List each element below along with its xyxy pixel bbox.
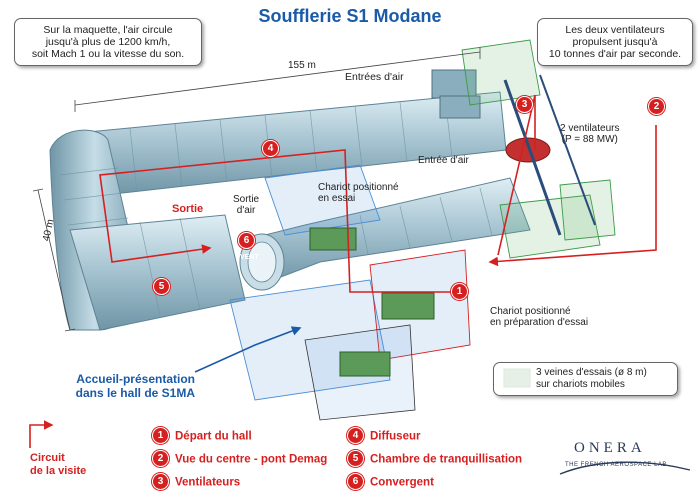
legend-text: Vue du centre - pont Demag — [175, 453, 328, 466]
stop-marker-6: 6 — [238, 232, 255, 249]
legend-number: 4 — [347, 427, 364, 444]
info-right-line: propulsent jusqu'à — [572, 36, 658, 48]
label-sortie: Sortie — [172, 203, 204, 215]
legend-number: 2 — [152, 450, 169, 467]
label-chariot-essai-line: en essai — [318, 193, 356, 204]
label-vent: VENT — [240, 254, 259, 261]
label-sortie-air-line: d'air — [236, 205, 256, 216]
legend-circuit-arrow — [29, 420, 54, 448]
fan-assembly — [503, 74, 596, 236]
onera-tagline: THE FRENCH AEROSPACE LAB — [565, 462, 667, 468]
label-ventilateurs-line: 2 ventilateurs — [560, 123, 620, 134]
label-entrees-air: Entrées d'air — [345, 71, 404, 83]
legend-number: 1 — [152, 427, 169, 444]
legend-text: Diffuseur — [370, 430, 421, 443]
dim-length-label: 155 m — [288, 60, 316, 71]
air-intakes — [431, 69, 481, 119]
veines-line: 3 veines d'essais (ø 8 m) — [536, 367, 647, 378]
legend-text: Chambre de tranquillisation — [370, 453, 523, 466]
info-right-line: 10 tonnes d'air par seconde. — [548, 48, 682, 60]
label-accueil-line: Accueil-présentation — [76, 372, 195, 386]
info-left-line: soit Mach 1 ou la vitesse du son. — [31, 48, 185, 60]
fan-cage — [461, 39, 616, 259]
label-accueil: Accueil-présentation dans le hall de S1M… — [70, 372, 195, 400]
onera-logo: ONERA — [574, 440, 646, 456]
diffuser-duct — [239, 177, 531, 291]
left-return-duct — [49, 129, 246, 331]
onera-logo-swoosh — [559, 461, 691, 475]
legend-number: 3 — [152, 473, 169, 490]
legend-item-1: 1 Départ du hall — [152, 427, 252, 445]
label-chariot-essai: Chariot positionné en essai — [318, 182, 399, 204]
stop-marker-2: 2 — [648, 98, 665, 115]
info-box-left: Sur la maquette, l'air circule jusqu'à p… — [14, 18, 202, 66]
info-box-right: Les deux ventilateurs propulsent jusqu'à… — [537, 18, 693, 66]
info-left-line: Sur la maquette, l'air circule — [43, 24, 173, 36]
legend-item-6: 6 Convergent — [347, 473, 434, 491]
info-left-line: jusqu'à plus de 1200 km/h, — [45, 36, 171, 48]
label-ventilateurs: 2 ventilateurs (P = 88 MW) — [560, 123, 619, 145]
label-entree-air: Entrée d'air — [418, 155, 469, 166]
label-accueil-line: dans le hall de S1MA — [75, 386, 195, 400]
dimension-lines — [32, 47, 481, 332]
circuit-label: Circuit de la visite — [30, 452, 86, 478]
entrance-path — [194, 326, 302, 373]
label-chariot-essai-line: Chariot positionné — [318, 182, 399, 193]
stop-marker-5: 5 — [153, 278, 170, 295]
legend-text: Départ du hall — [175, 430, 252, 443]
page-title: Soufflerie S1 Modane — [258, 6, 442, 26]
circuit-label-line: Circuit — [30, 452, 65, 464]
veines-line: sur chariots mobiles — [536, 379, 625, 390]
label-chariot-prep-line: Chariot positionné — [490, 306, 571, 317]
label-sortie-air-line: Sortie — [233, 194, 260, 205]
legend-number: 5 — [347, 450, 364, 467]
label-sortie-air: Sortie d'air — [233, 194, 259, 216]
circuit-label-line: de la visite — [30, 465, 87, 477]
stop-marker-1: 1 — [451, 283, 468, 300]
legend-text: Ventilateurs — [175, 476, 241, 489]
label-ventilateurs-line: (P = 88 MW) — [561, 134, 618, 145]
legend-number: 6 — [347, 473, 364, 490]
visit-circuit — [99, 94, 657, 293]
stop-marker-3: 3 — [516, 96, 533, 113]
stop-marker-4: 4 — [262, 140, 279, 157]
label-chariot-prep: Chariot positionné en préparation d'essa… — [490, 306, 588, 328]
legend-item-5: 5 Chambre de tranquillisation — [347, 450, 523, 468]
legend-item-3: 3 Ventilateurs — [152, 473, 241, 491]
legend-item-2: 2 Vue du centre - pont Demag — [152, 450, 328, 468]
test-carriages — [229, 164, 471, 421]
legend-item-4: 4 Diffuseur — [347, 427, 421, 445]
label-chariot-prep-line: en préparation d'essai — [490, 317, 589, 328]
legend-text: Convergent — [370, 476, 434, 489]
info-right-line: Les deux ventilateurs — [565, 24, 665, 36]
veines-box: 3 veines d'essais (ø 8 m) sur chariots m… — [493, 362, 678, 396]
